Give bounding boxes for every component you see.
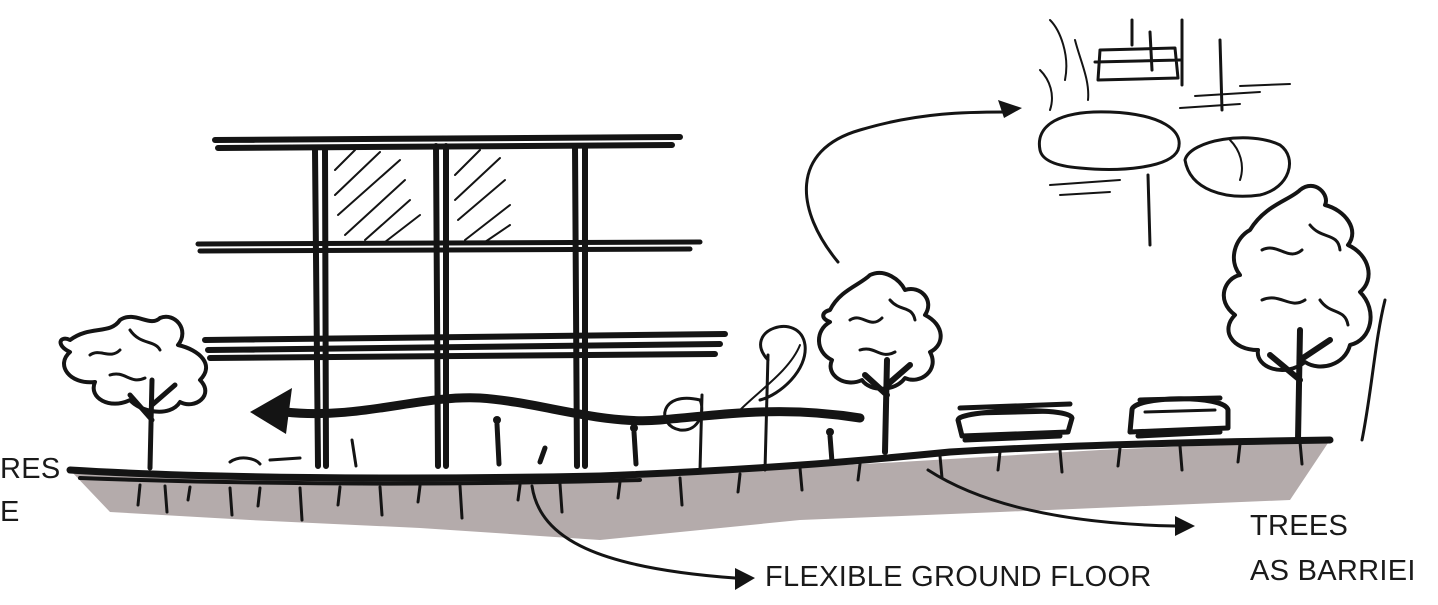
arrowhead-ground-floor-icon	[735, 568, 755, 590]
tree-small-middle	[665, 326, 806, 470]
curved-arrow-up	[806, 100, 1022, 262]
trees-label-line1: TREES	[1250, 512, 1348, 541]
tree-middle	[819, 273, 941, 452]
flexible-ground-floor-label: FLEXIBLE GROUND FLOOR	[765, 563, 1152, 592]
left-label-line2: E	[0, 498, 20, 527]
trees-label-line2: AS BARRIEI	[1250, 557, 1416, 586]
left-label-line1: RES	[0, 455, 61, 484]
flow-arrow	[250, 388, 860, 434]
car-left	[958, 404, 1072, 440]
arrowhead-up-icon	[998, 100, 1022, 118]
tree-left	[61, 317, 207, 468]
arrowhead-trees-icon	[1175, 516, 1195, 536]
arrowhead-left-icon	[250, 388, 292, 434]
tree-right	[1224, 186, 1385, 440]
car-right	[1130, 398, 1228, 436]
garden-vignette	[1039, 20, 1290, 245]
